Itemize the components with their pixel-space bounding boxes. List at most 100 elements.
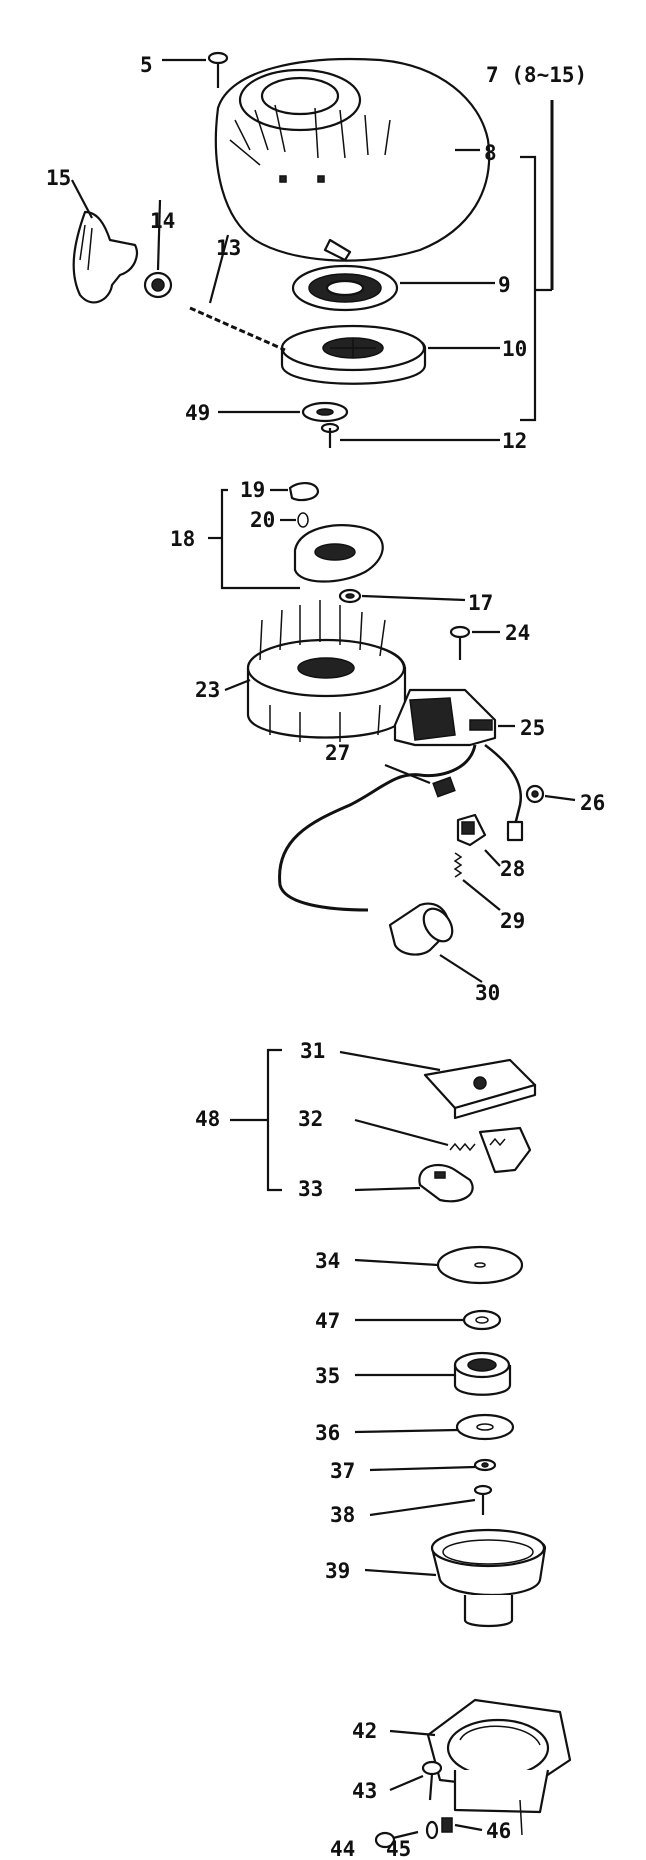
part-46-nut xyxy=(441,1817,453,1833)
part-14-grip-ring xyxy=(143,271,173,299)
leader-39 xyxy=(364,1568,437,1577)
label-19: 19 xyxy=(240,478,265,502)
leader-42 xyxy=(389,1729,436,1737)
label-31: 31 xyxy=(300,1039,325,1063)
leader-28 xyxy=(484,849,501,867)
part-35-bearing xyxy=(453,1351,512,1396)
leader-30 xyxy=(439,954,483,983)
label-26: 26 xyxy=(580,791,605,815)
label-37: 37 xyxy=(330,1459,355,1483)
label-42: 42 xyxy=(352,1719,377,1743)
part-36-washer xyxy=(455,1413,515,1441)
part-27-plug-cord xyxy=(278,744,524,912)
label-8: 8 xyxy=(484,141,497,165)
leader-26 xyxy=(544,794,576,802)
label-33: 33 xyxy=(298,1177,323,1201)
part-23-flywheel xyxy=(246,600,407,742)
leader-36 xyxy=(354,1428,458,1434)
label-34: 34 xyxy=(315,1249,340,1273)
label-49: 49 xyxy=(185,401,210,425)
bracket-8-12 xyxy=(520,155,537,422)
label-32: 32 xyxy=(298,1107,323,1131)
part-18-ratchet xyxy=(293,524,384,583)
part-8-starter-cover xyxy=(214,57,491,262)
part-32-clutch-spring xyxy=(449,1126,532,1174)
part-39-clutch-drum xyxy=(430,1528,547,1628)
bracket-18 xyxy=(220,488,300,590)
label-35: 35 xyxy=(315,1364,340,1388)
part-24-screw xyxy=(449,625,471,660)
leader-27 xyxy=(384,763,431,785)
part-43-screw xyxy=(421,1760,443,1801)
part-10-rope-pulley xyxy=(280,324,427,385)
leader-34 xyxy=(354,1258,439,1267)
part-45-washer xyxy=(425,1820,439,1840)
part-30-plug-cap xyxy=(388,902,454,956)
label-25: 25 xyxy=(520,716,545,740)
part-9-recoil-spring xyxy=(291,264,399,312)
label-28: 28 xyxy=(500,857,525,881)
leader-43 xyxy=(389,1774,424,1792)
label-48: 48 xyxy=(195,1107,220,1131)
label-10: 10 xyxy=(502,337,527,361)
leader-17 xyxy=(361,594,466,602)
part-34-disc xyxy=(436,1245,524,1285)
bracket-48 xyxy=(266,1048,282,1192)
label-12: 12 xyxy=(502,429,527,453)
part-25-ignition-coil xyxy=(393,688,497,747)
label-18: 18 xyxy=(170,527,195,551)
ignition-group xyxy=(208,482,576,983)
part-38-screw xyxy=(473,1484,493,1515)
part-28-terminal xyxy=(456,813,487,847)
label-20: 20 xyxy=(250,508,275,532)
part-5-bolt xyxy=(207,51,229,88)
leader-33 xyxy=(354,1186,421,1192)
label-47: 47 xyxy=(315,1309,340,1333)
leader-15 xyxy=(71,179,93,219)
label-45: 45 xyxy=(386,1837,411,1860)
label-17: 17 xyxy=(468,591,493,615)
label-46: 46 xyxy=(486,1819,511,1843)
leader-23 xyxy=(224,678,251,692)
label-36: 36 xyxy=(315,1421,340,1445)
label-29: 29 xyxy=(500,909,525,933)
leader-29 xyxy=(462,879,501,911)
part-37-small-washer xyxy=(473,1458,497,1472)
clutch-group xyxy=(230,1048,547,1628)
label-5: 5 xyxy=(140,53,153,77)
leader-37 xyxy=(369,1465,476,1472)
part-13-starter-rope xyxy=(189,306,286,352)
label-27: 27 xyxy=(325,741,350,765)
part-19-pawl xyxy=(288,482,320,502)
part-29-spring xyxy=(453,852,463,878)
label-43: 43 xyxy=(352,1779,377,1803)
part-42-clutch-case xyxy=(426,1698,572,1836)
label-14: 14 xyxy=(150,209,175,233)
part-47-washer xyxy=(462,1309,502,1331)
part-31-clutch-plate xyxy=(423,1058,537,1120)
label-7: 7 (8~15) xyxy=(486,63,587,87)
leader-14 xyxy=(156,199,162,271)
part-20-spring xyxy=(297,512,309,528)
label-15: 15 xyxy=(46,166,71,190)
part-33-clutch-shoe xyxy=(418,1163,474,1203)
label-23: 23 xyxy=(195,678,220,702)
label-38: 38 xyxy=(330,1503,355,1527)
clutch-case-group xyxy=(374,1698,572,1849)
label-44: 44 xyxy=(330,1837,355,1860)
leader-38 xyxy=(369,1498,476,1517)
recoil-starter-group xyxy=(71,51,554,448)
leader-46 xyxy=(454,1823,483,1832)
label-13: 13 xyxy=(216,236,241,260)
part-26-nut xyxy=(525,784,545,804)
label-39: 39 xyxy=(325,1559,350,1583)
label-9: 9 xyxy=(498,273,511,297)
part-44-bolt xyxy=(374,1830,419,1849)
part-15-starter-handle xyxy=(72,210,138,304)
leader-13 xyxy=(208,234,230,304)
leader-32 xyxy=(354,1118,449,1147)
label-24: 24 xyxy=(505,621,530,645)
leader-31 xyxy=(339,1050,441,1072)
callout-labels: 5 7 (8~15) 8 9 10 12 13 14 15 49 19 20 1… xyxy=(46,53,605,1860)
